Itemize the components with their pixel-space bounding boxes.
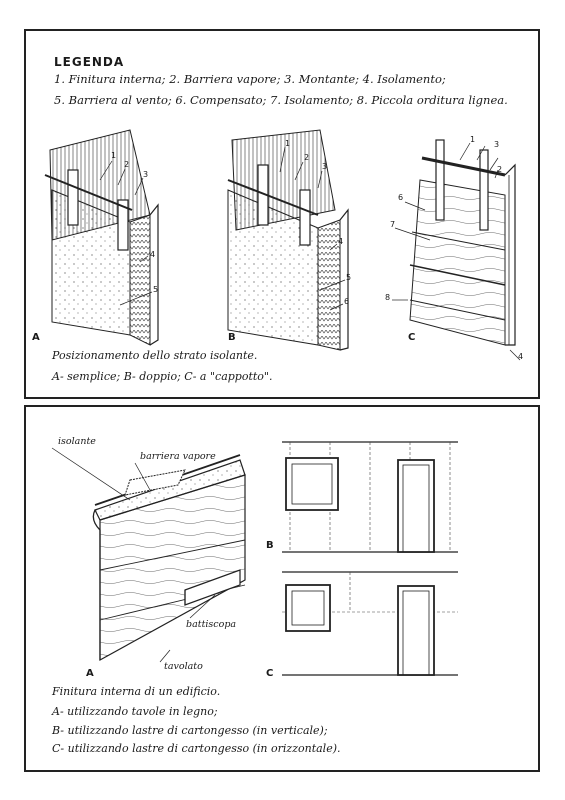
- num-4-a: 4: [150, 250, 156, 259]
- num-3-a: 3: [143, 170, 149, 179]
- top-panel-frame: [24, 29, 540, 399]
- num-5-b: 5: [346, 273, 352, 282]
- num-1-b: 1: [285, 139, 291, 148]
- num-6-b: 6: [344, 297, 350, 306]
- num-2-b: 2: [304, 153, 310, 162]
- section-a-drawing: [44, 129, 159, 346]
- label-battiscopa: battiscopa: [186, 619, 237, 630]
- bottom-caption-line-2: A- utilizzando tavole in legno;: [52, 705, 218, 718]
- num-2-c: 2: [497, 165, 503, 174]
- section-a-letter: A: [32, 332, 40, 343]
- top-leader-lines: [99, 142, 521, 361]
- elevation-b-letter: B: [266, 540, 274, 551]
- bottom-caption-line-4: C- utilizzando lastre di cartongesso (in…: [52, 742, 341, 755]
- section-b-drawing: [227, 129, 349, 351]
- elevation-b-drawing: [282, 441, 458, 553]
- label-isolante: isolante: [58, 436, 96, 447]
- num-1-a: 1: [111, 151, 117, 160]
- num-4-b: 4: [338, 237, 344, 246]
- num-3-b: 3: [322, 162, 328, 171]
- num-7-c: 7: [390, 220, 396, 229]
- section-b-letter: B: [228, 332, 236, 343]
- wooden-panel-drawing: [92, 454, 246, 662]
- top-caption-line-1: Posizionamento dello strato isolante.: [52, 349, 258, 362]
- legend-title: LEGENDA: [54, 55, 125, 69]
- bottom-leader-lines: [51, 447, 216, 663]
- bottom-caption-line-3: B- utilizzando lastre di cartongesso (in…: [52, 724, 328, 737]
- legend-row-2: 5. Barriera al vento; 6. Compensato; 7. …: [54, 93, 508, 107]
- label-barriera-vapore: barriera vapore: [140, 451, 216, 462]
- panel-a-letter: A: [86, 668, 94, 679]
- legend-row-1: 1. Finitura interna; 2. Barriera vapore;…: [54, 72, 446, 86]
- bottom-caption-line-1: Finitura interna di un edificio.: [52, 685, 221, 698]
- num-5-a: 5: [153, 285, 159, 294]
- section-c-drawing: [409, 139, 516, 346]
- num-8-c: 8: [385, 293, 391, 302]
- bottom-panel-frame: [24, 405, 540, 772]
- num-3-c: 3: [494, 140, 500, 149]
- elevation-c-drawing: [282, 571, 458, 676]
- label-tavolato: tavolato: [164, 661, 203, 672]
- num-1-c: 1: [470, 135, 476, 144]
- num-6-c: 6: [398, 193, 404, 202]
- section-c-letter: C: [408, 332, 416, 343]
- num-2-a: 2: [124, 160, 130, 169]
- elevation-c-letter: C: [266, 668, 274, 679]
- num-4-c: 4: [518, 352, 524, 361]
- top-caption-line-2: A- semplice; B- doppio; C- a "cappotto".: [52, 370, 273, 383]
